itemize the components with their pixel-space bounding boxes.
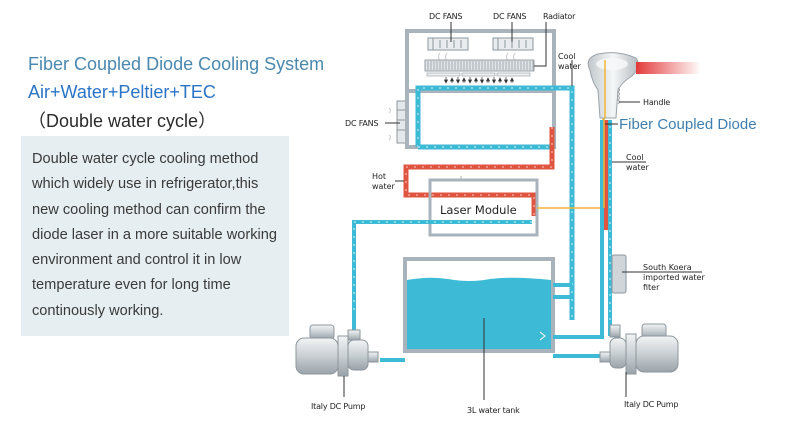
water-filter-label: South Koera imported water fiter xyxy=(643,263,705,292)
arrow-up-icon xyxy=(485,77,491,83)
arrow-down-icon xyxy=(455,77,461,84)
side-dc-fan-icon xyxy=(396,100,407,144)
tank-water xyxy=(407,277,551,349)
radiator-icon xyxy=(424,59,535,72)
dc-fans-side-label: DC FANS xyxy=(345,119,379,128)
water-tank xyxy=(403,257,555,353)
arrow-up-icon xyxy=(461,77,467,83)
arrow-down-icon xyxy=(491,77,497,84)
laser-beam xyxy=(636,62,701,74)
handpiece-icon xyxy=(587,52,639,119)
arrow-down-icon xyxy=(503,77,509,84)
description-box: Double water cycle cooling method which … xyxy=(21,136,289,336)
arrow-down-icon xyxy=(443,77,449,84)
arrow-up-icon xyxy=(509,77,515,83)
dc-fans-label-right: DC FANS xyxy=(493,12,527,21)
arrow-down-icon xyxy=(467,77,473,84)
radiator-label: Radiator xyxy=(543,12,576,21)
dc-fan-icon xyxy=(427,37,469,51)
right-pump-label: Italy DC Pump xyxy=(624,400,679,409)
hot-water-label: Hot water xyxy=(372,172,395,191)
arrow-down-icon xyxy=(479,77,485,84)
arrow-up-icon xyxy=(497,77,503,83)
arrow-up-icon xyxy=(449,77,455,83)
left-pump-icon xyxy=(295,324,379,377)
dc-fans-label-left: DC FANS xyxy=(429,12,463,21)
cycle-note: （Double water cycle） xyxy=(28,111,217,131)
dc-fan-icon xyxy=(492,37,534,51)
radiator-enclosure xyxy=(405,29,556,93)
handle-label: Handle xyxy=(643,98,671,107)
cool-water-right-label: Cool water xyxy=(626,153,649,172)
laser-module-label: Laser Module xyxy=(440,203,517,217)
left-pump-label: Italy DC Pump xyxy=(311,402,366,411)
peltier-enclosure xyxy=(405,91,556,149)
water-tank-label: 3L water tank xyxy=(467,406,520,415)
fiber-coupled-diode-label: Fiber Coupled Diode xyxy=(619,116,757,133)
description-text: Double water cycle cooling method which … xyxy=(32,151,277,319)
subtitle: Air+Water+Peltier+TEC xyxy=(28,82,216,102)
water-filter-icon xyxy=(611,254,627,294)
right-pump-icon xyxy=(599,323,679,375)
page-title: Fiber Coupled Diode Cooling System xyxy=(28,54,325,74)
arrow-up-icon xyxy=(473,77,479,83)
cool-water-top-label: Cool water xyxy=(558,52,581,71)
